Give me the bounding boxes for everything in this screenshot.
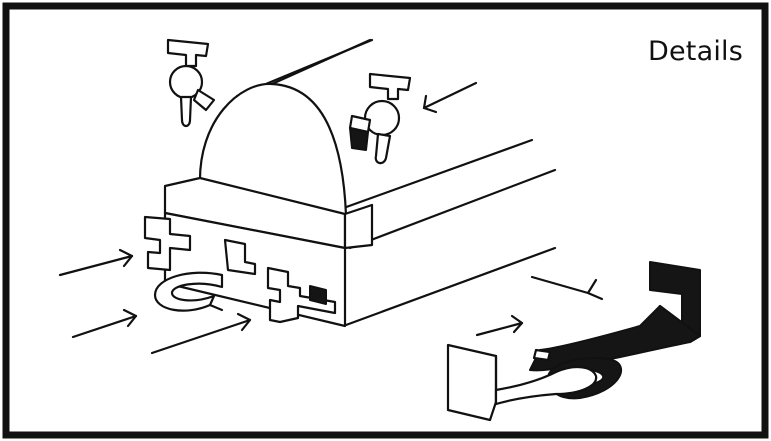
coupling-detail bbox=[448, 262, 700, 420]
valve-right bbox=[350, 74, 410, 163]
tank-block bbox=[145, 40, 555, 326]
valve-left bbox=[168, 40, 214, 126]
panel-border bbox=[6, 6, 765, 435]
details-caption: Details bbox=[648, 36, 743, 67]
